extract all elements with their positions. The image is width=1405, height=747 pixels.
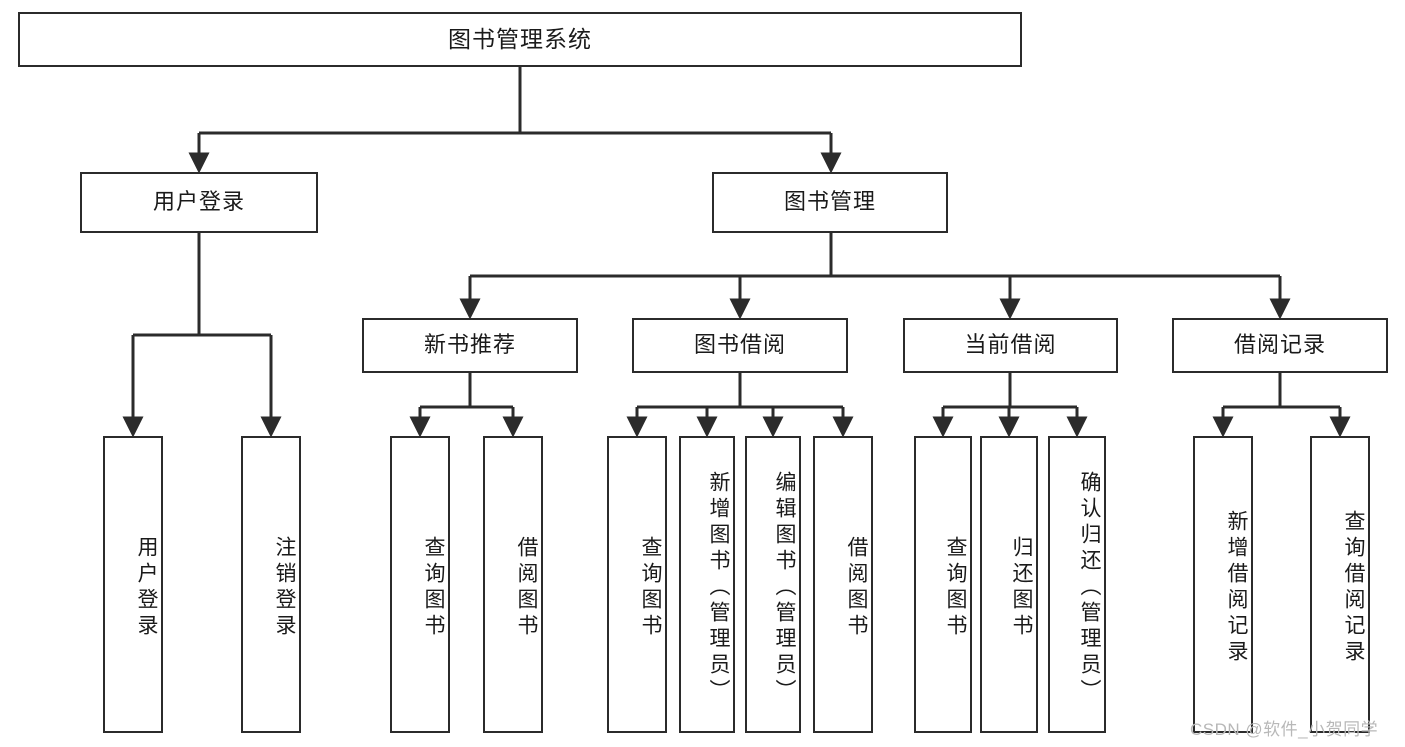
leaf-record-add-record[interactable]: 新增借阅记录: [1193, 436, 1253, 733]
node-borrow-record[interactable]: 借阅记录: [1172, 318, 1388, 373]
leaf-recommend-borrow-book[interactable]: 借阅图书: [483, 436, 543, 733]
leaf-record-query-record[interactable]: 查询借阅记录: [1310, 436, 1370, 733]
node-root-system[interactable]: 图书管理系统: [18, 12, 1022, 67]
csdn-watermark: CSDN @软件_小贺同学: [1190, 720, 1379, 739]
node-book-borrow[interactable]: 图书借阅: [632, 318, 848, 373]
leaf-current-confirm-return-admin[interactable]: 确认归还（管理员）: [1048, 436, 1106, 733]
node-book-management[interactable]: 图书管理: [712, 172, 948, 233]
node-new-book-recommend[interactable]: 新书推荐: [362, 318, 578, 373]
leaf-user-login-login[interactable]: 用户登录: [103, 436, 163, 733]
node-user-login[interactable]: 用户登录: [80, 172, 318, 233]
leaf-recommend-query-book[interactable]: 查询图书: [390, 436, 450, 733]
leaf-borrow-edit-book-admin[interactable]: 编辑图书（管理员）: [745, 436, 801, 733]
leaf-current-return-book[interactable]: 归还图书: [980, 436, 1038, 733]
leaf-borrow-add-book-admin[interactable]: 新增图书（管理员）: [679, 436, 735, 733]
leaf-current-query-book[interactable]: 查询图书: [914, 436, 972, 733]
leaf-borrow-borrow-book[interactable]: 借阅图书: [813, 436, 873, 733]
leaf-borrow-query-book[interactable]: 查询图书: [607, 436, 667, 733]
node-current-borrow[interactable]: 当前借阅: [903, 318, 1118, 373]
leaf-user-login-logout[interactable]: 注销登录: [241, 436, 301, 733]
